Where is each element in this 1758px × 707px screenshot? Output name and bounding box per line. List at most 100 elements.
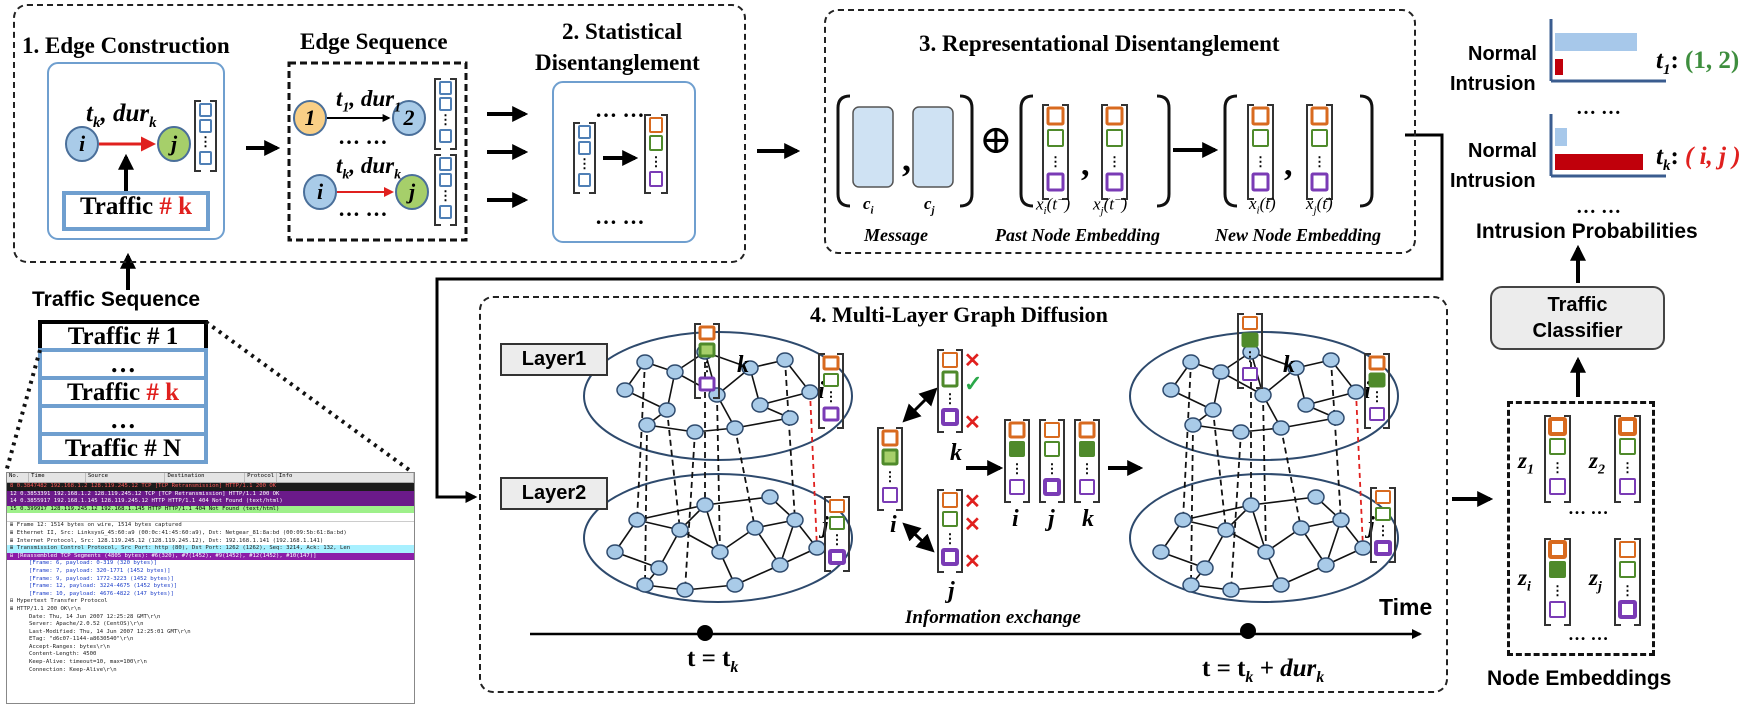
packet-row[interactable]: 8 0.3847482 192.168.1.2 128.119.245.12 T… xyxy=(7,483,414,491)
message-comma: , xyxy=(902,139,911,179)
graph-before-l1-node-10 xyxy=(781,410,799,426)
zi-emb-cell-3 xyxy=(1549,601,1566,618)
packet-column-header[interactable]: Info xyxy=(277,473,414,482)
packet-column-header[interactable]: Destination xyxy=(165,473,246,482)
packet-detail-row[interactable]: [Frame: 10, payload: 4676-4822 (147 byte… xyxy=(29,590,174,597)
packet-detail-row[interactable]: ⊟ Hypertext Transfer Protocol xyxy=(10,598,108,605)
zi-emb-dots-2: ⋮ xyxy=(1551,583,1564,598)
packet-detail-row[interactable]: ⊞ Internet Protocol, Src: 128.119.245.12… xyxy=(10,537,324,544)
gb-j-emb-dots-2: ⋮ xyxy=(831,532,844,547)
past-xj-vector-dots-2: ⋮ xyxy=(1108,154,1121,169)
graph-after-l2-node-0 xyxy=(1152,544,1170,560)
traffic-sequence-title: Traffic Sequence xyxy=(32,288,201,311)
prob-t1-normal-bar xyxy=(1555,33,1637,51)
new-xj-vector-bracket-right xyxy=(1326,104,1333,200)
packet-detail-row[interactable]: ⊞ Transmission Control Protocol, Src Por… xyxy=(7,545,414,553)
packet-detail-row[interactable]: ⊞ Ethernet II, Src: LinksysG_45:60:a9 (0… xyxy=(10,529,347,536)
packet-detail-row[interactable]: ⊟ [Reassembled TCP Segments (4805 bytes)… xyxy=(7,552,414,561)
packet-detail-row[interactable]: Last-Modified: Thu, 14 Jun 2007 12:25:01… xyxy=(29,628,191,635)
gb-i-emb-bracket-right xyxy=(837,353,844,429)
packet-detail-row[interactable]: [Frame: 7, payload: 320-1771 (1452 bytes… xyxy=(29,567,171,574)
graph-after-i-label: i xyxy=(1364,378,1371,404)
packet-column-header[interactable]: No. xyxy=(7,473,30,482)
edge-seq-bottom-dots: … … xyxy=(338,196,388,221)
graph-before-l2-node-1 xyxy=(628,512,646,528)
new-xi-vector-cell-1 xyxy=(1252,129,1269,147)
output-dots-top: … … xyxy=(1576,97,1621,119)
past-embedding-caption: Past Node Embedding xyxy=(995,225,1160,245)
seq-node-j-label: j xyxy=(406,179,416,204)
graph-after-l2-node-11 xyxy=(1222,582,1240,598)
graph-before-l1-node-13 xyxy=(638,417,656,433)
ga-k-emb-cell-3 xyxy=(1242,367,1258,381)
graph-after-l2-node-9 xyxy=(1332,512,1350,528)
new-bracket-right xyxy=(1359,94,1374,208)
time-label: Time xyxy=(1379,594,1433,620)
graph-after-l2-edge-6 xyxy=(1250,504,1267,553)
pane-divider xyxy=(7,513,414,523)
agg-i-label: i xyxy=(1012,506,1019,532)
packet-column-header[interactable]: Time xyxy=(29,473,86,482)
traffic-item-suffix: # 1 xyxy=(147,323,178,350)
graph-before-l1-node-6 xyxy=(726,420,744,436)
agg-k-emb-bracket-right xyxy=(1093,419,1100,503)
packet-detail-row[interactable]: ⊞ HTTP/1.1 200 OK\r\n xyxy=(10,605,81,612)
prob-t1-intrusion-bar xyxy=(1555,59,1563,75)
gb-j-emb-cell-1 xyxy=(829,516,845,530)
agg-j-emb-cell-0 xyxy=(1044,422,1060,438)
seq-vector-1-cell-0 xyxy=(439,81,452,95)
intrusion-probabilities-title: Intrusion Probabilities xyxy=(1476,220,1698,243)
traffic-item-prefix: Traffic xyxy=(67,379,146,406)
packet-detail-row[interactable]: Date: Thu, 14 Jun 2007 12:25:28 GMT\r\n xyxy=(29,613,161,620)
info-exchange-label: Information exchange xyxy=(905,607,1081,628)
stat-vector-in-cell-3 xyxy=(578,173,591,187)
packet-detail-row[interactable]: [Frame: 12, payload: 3224-4675 (1452 byt… xyxy=(29,583,178,590)
graph-before-j-label: j xyxy=(818,513,829,539)
ga-j-emb-dots-2: ⋮ xyxy=(1377,523,1390,538)
graph-after-l2-node-6 xyxy=(1272,577,1290,593)
new-bracket-left xyxy=(1223,94,1238,208)
packet-detail-row[interactable]: [Frame: 6, payload: 0-319 (320 bytes)] xyxy=(29,560,157,567)
graph-after-j-label: j xyxy=(1364,513,1375,539)
packet-row[interactable]: 15 0.399917 128.119.245.12 192.168.1.145… xyxy=(7,505,414,514)
traffic-item-prefix: Traffic xyxy=(68,323,147,350)
packet-column-header[interactable]: Source xyxy=(86,473,166,482)
graph-before-l1-edge-17 xyxy=(734,417,791,429)
seq-node-2 xyxy=(392,100,426,136)
packet-detail-row[interactable]: ETag: "d6c07-1144-a8630540"\r\n xyxy=(29,636,134,643)
packet-row[interactable]: 12 0.3853391 192.168.1.2 128.119.245.12 … xyxy=(7,490,414,499)
packet-detail-row[interactable]: Server: Apache/2.0.52 (CentOS)\r\n xyxy=(29,621,144,628)
packet-row[interactable]: 14 0.3855917 192.168.1.145 128.119.245.1… xyxy=(7,498,414,506)
edge-construction-label: tk, durk xyxy=(86,100,157,131)
packet-detail-row[interactable]: [Frame: 9, payload: 1772-3223 (1452 byte… xyxy=(29,575,174,582)
z2-emb-cell-1 xyxy=(1619,438,1636,455)
packet-detail-row[interactable]: Accept-Ranges: bytes\r\n xyxy=(29,643,110,650)
mid-k-emb-bracket-right xyxy=(956,349,963,433)
intrusion-label-1: Intrusion xyxy=(1450,73,1536,95)
graph-before-cross-edge-5 xyxy=(684,431,696,591)
z1-emb-cell-1 xyxy=(1549,438,1566,455)
graph-after-cross-edge-6 xyxy=(1190,424,1194,586)
packet-list: 8 0.3847482 192.168.1.2 128.119.245.12 T… xyxy=(7,483,414,514)
stat-vector-out-dots-2: ⋮ xyxy=(650,154,663,169)
z2-emb-cell-0 xyxy=(1618,417,1637,436)
packet-detail-row[interactable]: Keep-Alive: timeout=10, max=100\r\n xyxy=(29,659,147,666)
z2-label: z2 xyxy=(1589,448,1605,478)
mid-k-emb-dots-2: ⋮ xyxy=(944,391,957,406)
graph-before-l1-node-8 xyxy=(751,397,769,413)
agg-k-label: k xyxy=(1082,506,1094,532)
mid-i-emb-cell-0 xyxy=(881,429,899,447)
packet-detail-row[interactable]: Content-Length: 4500 xyxy=(29,651,97,658)
seq-vector-k-bracket-left xyxy=(434,154,441,226)
packet-detail-row[interactable]: Connection: Keep-Alive\r\n xyxy=(29,666,117,673)
new-xj-vector-cell-1 xyxy=(1311,129,1328,147)
zi-emb-bracket-right xyxy=(1564,538,1571,626)
tk-result: tk: ( i, j ) xyxy=(1656,143,1741,174)
graph-before-cross-edge-1 xyxy=(666,409,681,531)
packet-column-header[interactable]: Protocol xyxy=(245,473,277,482)
graph-after-l2-node-4 xyxy=(1242,497,1260,513)
packet-detail-row[interactable]: ⊞ Frame 12: 1514 bytes on wire, 1514 byt… xyxy=(10,522,182,529)
seq-node-2-label: 2 xyxy=(403,105,415,130)
mid-j-emb-dots-2: ⋮ xyxy=(944,531,957,546)
